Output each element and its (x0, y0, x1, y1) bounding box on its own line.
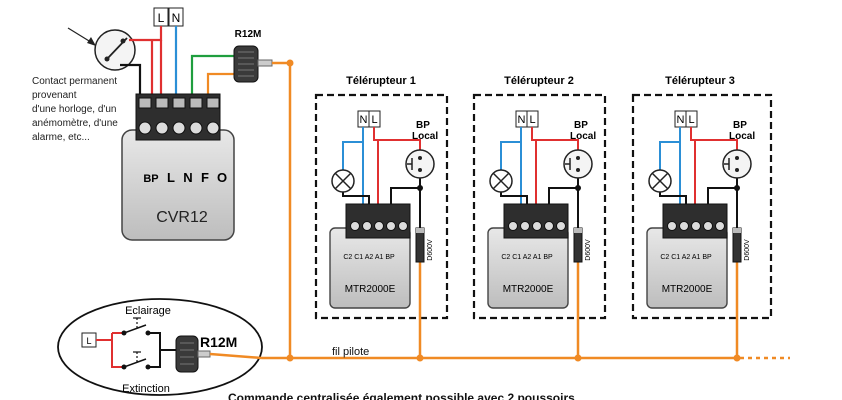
relay-diode: D600V (427, 239, 434, 261)
relay-diode: D600V (744, 239, 751, 261)
pilot-wire (262, 61, 790, 360)
relay-n-label: N (518, 114, 526, 126)
pushbutton-icon (405, 149, 435, 179)
relay-panel-3: Télérupteur 3 N L BP Local (631, 75, 773, 358)
bottom-caption: Commande centralisée également possible … (228, 391, 575, 400)
relay-module: C2 C1 A2 A1 BP MTR2000E (487, 203, 569, 309)
pilot-junction-2 (574, 354, 582, 362)
pushbutton-icon (563, 149, 593, 179)
relay-title: Télérupteur 1 (346, 75, 416, 87)
relay-model: MTR2000E (662, 284, 713, 295)
relay-n-label: N (360, 114, 368, 126)
pushbutton-eclairage-icon (121, 317, 151, 336)
relay-diode: D600V (585, 239, 592, 261)
contact-text-line-3: d'une horloge, d'un (32, 104, 116, 115)
relay-model: MTR2000E (503, 284, 554, 295)
central-wires (120, 26, 236, 97)
r12m-module: R12M (233, 29, 273, 83)
relay-bp-label: BP (574, 120, 588, 131)
pushbutton-extinction-icon (121, 351, 151, 370)
extinction-label: Extinction (122, 383, 170, 395)
relay-local-label: Local (412, 131, 438, 142)
eclairage-label: Eclairage (125, 305, 171, 317)
relay-l-label: L (688, 114, 694, 126)
relay-l-label: L (371, 114, 377, 126)
contact-text-line-2: provenant (32, 90, 77, 101)
relay-module: C2 C1 A2 A1 BP MTR2000E (646, 203, 728, 309)
arrow-icon (67, 27, 96, 46)
relay-terminals: C2 C1 A2 A1 BP (660, 254, 712, 261)
cvr12-screw-terminals (138, 97, 220, 135)
pilot-junction-1 (416, 354, 424, 362)
relay-local-label: Local (729, 131, 755, 142)
relay-n-label: N (677, 114, 685, 126)
alternative-control: Eclairage Extinction L (57, 298, 263, 396)
contact-text-line-5: alarme, etc... (32, 132, 90, 143)
contact-description: Contact permanent provenant d'une horlog… (32, 76, 118, 143)
r12m-top-label: R12M (235, 29, 262, 40)
pilot-junction-top (286, 59, 294, 67)
relay-panel-2: Télérupteur 2 N L BP Local (472, 75, 607, 358)
diode: D600V (732, 227, 751, 263)
cvr12-terminal-bp: BP (143, 173, 158, 185)
mains-n-label: N (172, 11, 181, 25)
relay-module: C2 C1 A2 A1 BP MTR2000E (329, 203, 411, 309)
relay-bp-label: BP (416, 120, 430, 131)
mains-terminals: L N (153, 7, 184, 27)
lamp-icon (489, 169, 513, 193)
relay-title: Télérupteur 3 (665, 75, 735, 87)
cvr12-terminal-n: N (183, 170, 192, 185)
relay-terminals: C2 C1 A2 A1 BP (501, 254, 553, 261)
diode: D600V (415, 227, 434, 263)
diode: D600V (573, 227, 592, 263)
cvr12-name: CVR12 (156, 209, 208, 226)
cvr12-terminal-o: O (217, 170, 227, 185)
cvr12-terminal-l: L (167, 170, 175, 185)
r12m-bottom-label: R12M (200, 334, 237, 350)
mains-l-label: L (158, 11, 165, 25)
relay-panel-1: Télérupteur 1 N L BP Local (314, 75, 449, 358)
relay-terminals: C2 C1 A2 A1 BP (343, 254, 395, 261)
bottom-l-label: L (86, 336, 91, 346)
relay-bp-label: BP (733, 120, 747, 131)
contact-switch (94, 29, 136, 71)
pilot-junction-bottom (286, 354, 294, 362)
relay-local-label: Local (570, 131, 596, 142)
relay-l-label: L (529, 114, 535, 126)
pushbutton-icon (722, 149, 752, 179)
relay-model: MTR2000E (345, 284, 396, 295)
pilot-wire-label: fil pilote (332, 346, 369, 358)
lamp-icon (648, 169, 672, 193)
lamp-icon (331, 169, 355, 193)
cvr12-terminal-f: F (201, 170, 209, 185)
relay-title: Télérupteur 2 (504, 75, 574, 87)
cvr12-module: BP L N F O CVR12 (121, 93, 235, 241)
contact-text-line-1: Contact permanent (32, 76, 117, 87)
contact-text-line-4: anémomètre, d'une (32, 118, 118, 129)
r12m-bottom-module (175, 335, 263, 373)
pilot-junction-3 (733, 354, 741, 362)
